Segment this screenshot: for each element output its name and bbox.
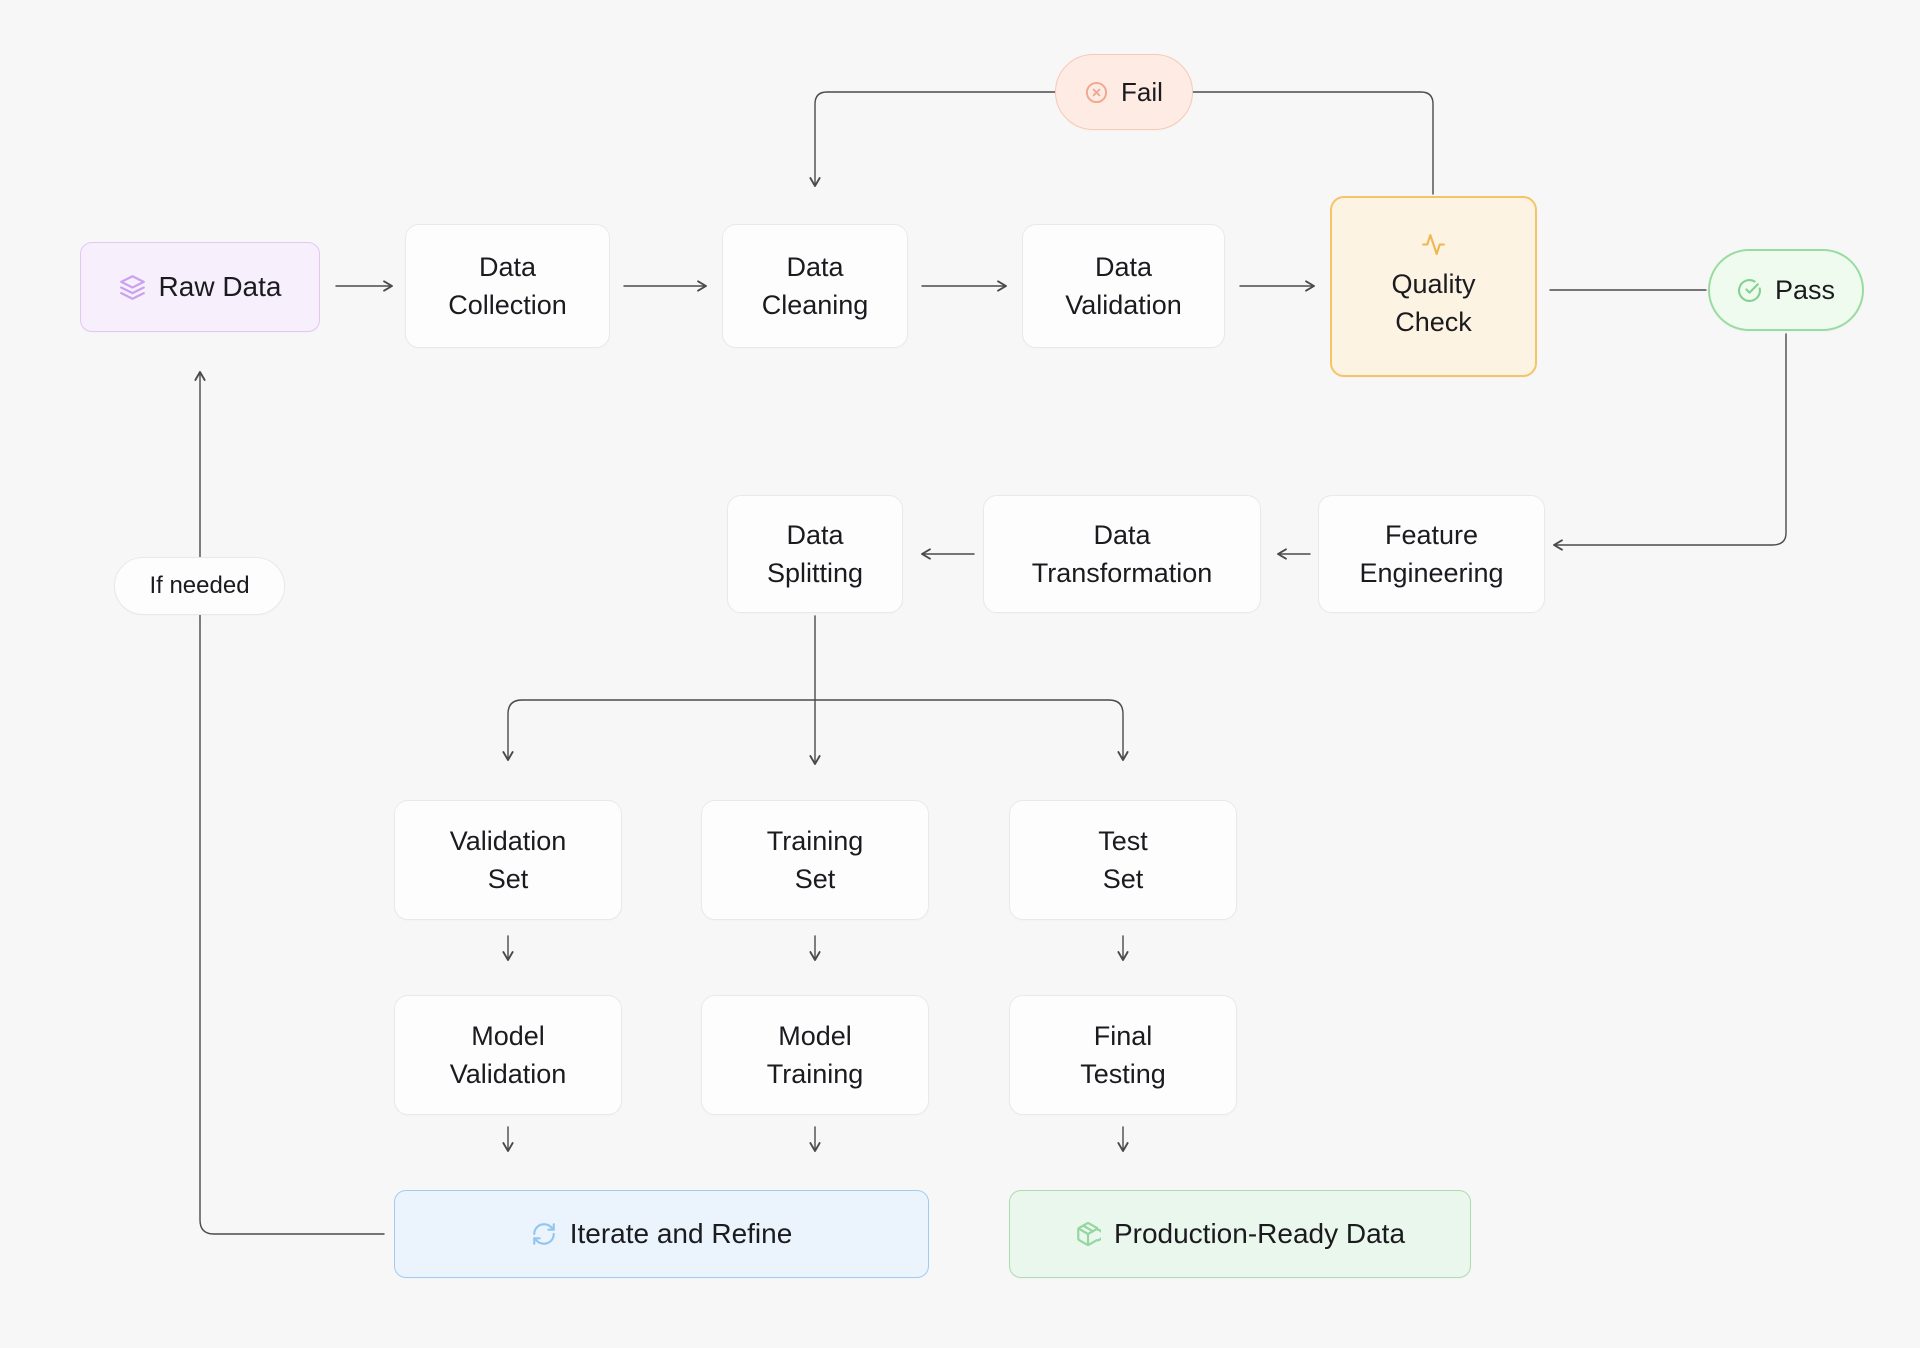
- layers-icon: [119, 274, 146, 301]
- node-final-testing: Final Testing: [1009, 995, 1237, 1115]
- edge-label: If needed: [149, 571, 250, 599]
- package-icon: [1075, 1221, 1101, 1247]
- edge-iterate-rawdata-loop: [194, 371, 385, 1235]
- badge-label: Fail: [1121, 76, 1163, 107]
- node-quality-check: Quality Check: [1330, 196, 1537, 377]
- node-data-collection: Data Collection: [405, 224, 610, 348]
- node-feature-engineering: Feature Engineering: [1318, 495, 1545, 613]
- node-validation-set: Validation Set: [394, 800, 622, 920]
- node-model-validation: Model Validation: [394, 995, 622, 1115]
- node-training-set: Training Set: [701, 800, 929, 920]
- node-label: Raw Data: [158, 271, 282, 303]
- node-label: Model Training: [766, 1020, 864, 1089]
- node-label: Data Splitting: [766, 519, 864, 588]
- node-label: Data Collection: [448, 251, 567, 320]
- activity-icon: [1421, 232, 1446, 257]
- badge-pass: Pass: [1708, 249, 1864, 331]
- check-circle-icon: [1737, 278, 1762, 303]
- node-data-transformation: Data Transformation: [983, 495, 1261, 613]
- edge-pass-featureengineering: [1553, 333, 1787, 551]
- node-label: Iterate and Refine: [569, 1218, 793, 1250]
- label-if-needed: If needed: [114, 557, 285, 615]
- node-label: Final Testing: [1080, 1020, 1166, 1089]
- node-iterate-and-refine: Iterate and Refine: [394, 1190, 929, 1278]
- node-label: Test Set: [1098, 825, 1148, 894]
- node-label: Validation Set: [449, 825, 567, 894]
- node-label: Data Validation: [1065, 251, 1182, 320]
- node-raw-data: Raw Data: [80, 242, 320, 332]
- edge-splitting-validationset: [502, 699, 816, 761]
- node-label: Training Set: [766, 825, 864, 894]
- node-label: Data Cleaning: [761, 251, 869, 320]
- x-circle-icon: [1085, 81, 1108, 104]
- node-production-ready-data: Production-Ready Data: [1009, 1190, 1471, 1278]
- node-data-validation: Data Validation: [1022, 224, 1225, 348]
- node-label: Production-Ready Data: [1113, 1218, 1406, 1250]
- node-label: Quality Check: [1391, 268, 1476, 337]
- node-label: Model Validation: [449, 1020, 567, 1089]
- edge-splitting-testset: [814, 699, 1129, 761]
- refresh-icon: [531, 1221, 557, 1247]
- node-label: Data Transformation: [1031, 519, 1213, 588]
- badge-label: Pass: [1774, 274, 1836, 305]
- node-label: Feature Engineering: [1359, 519, 1504, 588]
- node-test-set: Test Set: [1009, 800, 1237, 920]
- node-data-splitting: Data Splitting: [727, 495, 903, 613]
- node-model-training: Model Training: [701, 995, 929, 1115]
- node-data-cleaning: Data Cleaning: [722, 224, 908, 348]
- badge-fail: Fail: [1055, 54, 1193, 130]
